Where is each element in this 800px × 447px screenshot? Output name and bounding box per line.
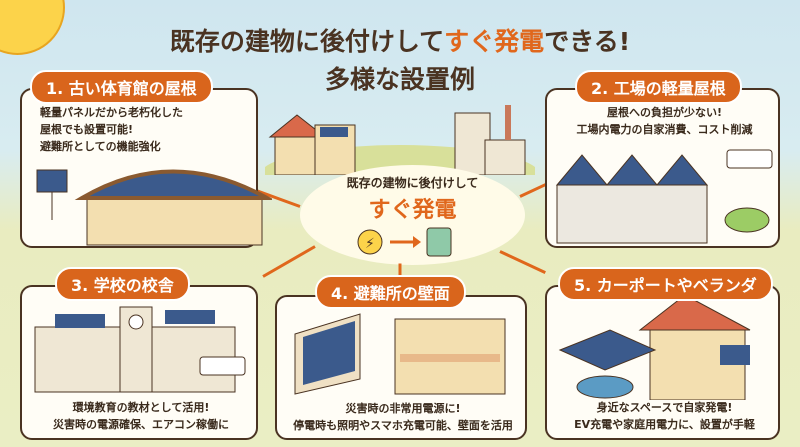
school-illustration	[34, 306, 246, 393]
factory-illustration	[555, 149, 773, 244]
card-shelter-wall: 災害時の非常用電源に! 停電時も照明やスマホ充電可能、壁面を活用	[275, 295, 527, 440]
card-label-5: 5. カーポートやベランダ	[558, 267, 773, 301]
card-text: 避難所としての機能強化	[40, 140, 161, 153]
arrow-to-card-3	[262, 245, 316, 278]
center-line1: 既存の建物に後付けして	[346, 176, 479, 190]
card-text: 停電時も照明やスマホ充電可能、壁面を活用	[293, 419, 513, 432]
town-illustration	[265, 105, 535, 175]
card-gymnasium-roof: 軽量パネルだから老朽化した 屋根でも設置可能! 避難所としての機能強化	[20, 88, 272, 248]
card-label-3: 3. 学校の校舎	[55, 267, 190, 301]
gymnasium-illustration	[36, 169, 272, 246]
page-subtitle: 多様な設置例	[324, 65, 475, 94]
card-label-1: 1. 古い体育館の屋根	[30, 70, 213, 104]
card-carport-balcony: 身近なスペースで自家発電! EV充電や家庭用電力に、設置が手軽	[545, 285, 780, 440]
card-text: 身近なスペースで自家発電!	[596, 401, 733, 414]
card-label-4: 4. 避難所の壁面	[315, 275, 466, 309]
card-text: 災害時の電源確保、エアコン稼働に	[53, 418, 229, 431]
svg-text:⚡: ⚡	[365, 236, 375, 252]
page-title: 既存の建物に後付けしてすぐ発電できる!	[169, 27, 631, 56]
house-carport-illustration	[558, 295, 751, 400]
card-text: 環境教育の教材として活用!	[72, 401, 210, 414]
card-factory-roof: 屋根への負担が少ない! 工場内電力の自家消費、コスト削減	[545, 88, 780, 248]
center-bubble	[300, 165, 525, 265]
arrow-to-card-5	[499, 250, 546, 274]
card-text: 屋根でも設置可能!	[40, 123, 134, 136]
card-text: 工場内電力の自家消費、コスト削減	[576, 123, 753, 136]
center-line2: すぐ発電	[368, 198, 457, 223]
generation-flow-icons: ⚡	[357, 227, 452, 257]
card-school-building: 環境教育の教材として活用! 災害時の電源確保、エアコン稼働に	[20, 285, 258, 440]
card-text: EV充電や家庭用電力に、設置が手軽	[574, 418, 755, 431]
card-text: 災害時の非常用電源に!	[345, 402, 461, 415]
card-label-2: 2. 工場の軽量屋根	[575, 70, 742, 104]
card-text: 軽量パネルだから老朽化した	[40, 106, 183, 119]
shelter-illustration	[294, 313, 506, 395]
card-text: 屋根への負担が少ない!	[606, 106, 723, 119]
